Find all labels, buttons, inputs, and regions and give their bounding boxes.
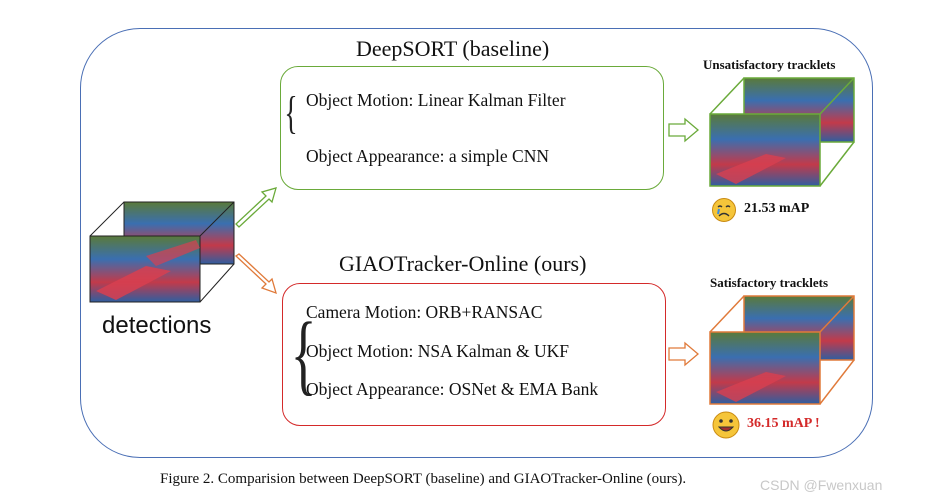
arrow-baseline-result	[668, 117, 700, 143]
baseline-map: 21.53 mAP	[744, 201, 810, 216]
smiling-face-icon	[712, 411, 740, 439]
arrow-ours-result	[668, 341, 700, 367]
baseline-line-motion: Object Motion: Linear Kalman Filter	[306, 90, 566, 110]
baseline-brace: {	[284, 87, 298, 138]
ours-title: GIAOTracker-Online (ours)	[339, 251, 587, 276]
ours-box	[282, 283, 666, 426]
detections-label: detections	[102, 312, 212, 339]
ours-brace: {	[290, 305, 317, 404]
outer-frame	[80, 28, 873, 458]
ours-map: 36.15 mAP !	[747, 416, 820, 431]
baseline-result-label: Unsatisfactory tracklets	[703, 57, 836, 72]
figure-caption: Figure 2. Comparision between DeepSORT (…	[160, 471, 687, 487]
ours-line-motion: Object Motion: NSA Kalman & UKF	[306, 341, 569, 361]
baseline-box	[280, 66, 664, 190]
watermark: CSDN @Fwenxuan	[760, 477, 883, 493]
ours-line-appearance: Object Appearance: OSNet & EMA Bank	[306, 379, 599, 399]
arrow-to-ours	[234, 253, 277, 295]
baseline-tracklets-cube	[709, 77, 855, 187]
arrow-to-baseline	[235, 187, 277, 228]
crying-face-icon	[712, 198, 736, 222]
ours-result-label: Satisfactory tracklets	[710, 275, 829, 290]
detections-cube	[89, 201, 235, 303]
ours-line-camera: Camera Motion: ORB+RANSAC	[306, 302, 543, 322]
baseline-line-appearance: Object Appearance: a simple CNN	[306, 146, 549, 166]
ours-tracklets-cube	[709, 295, 855, 405]
baseline-title: DeepSORT (baseline)	[356, 36, 550, 61]
